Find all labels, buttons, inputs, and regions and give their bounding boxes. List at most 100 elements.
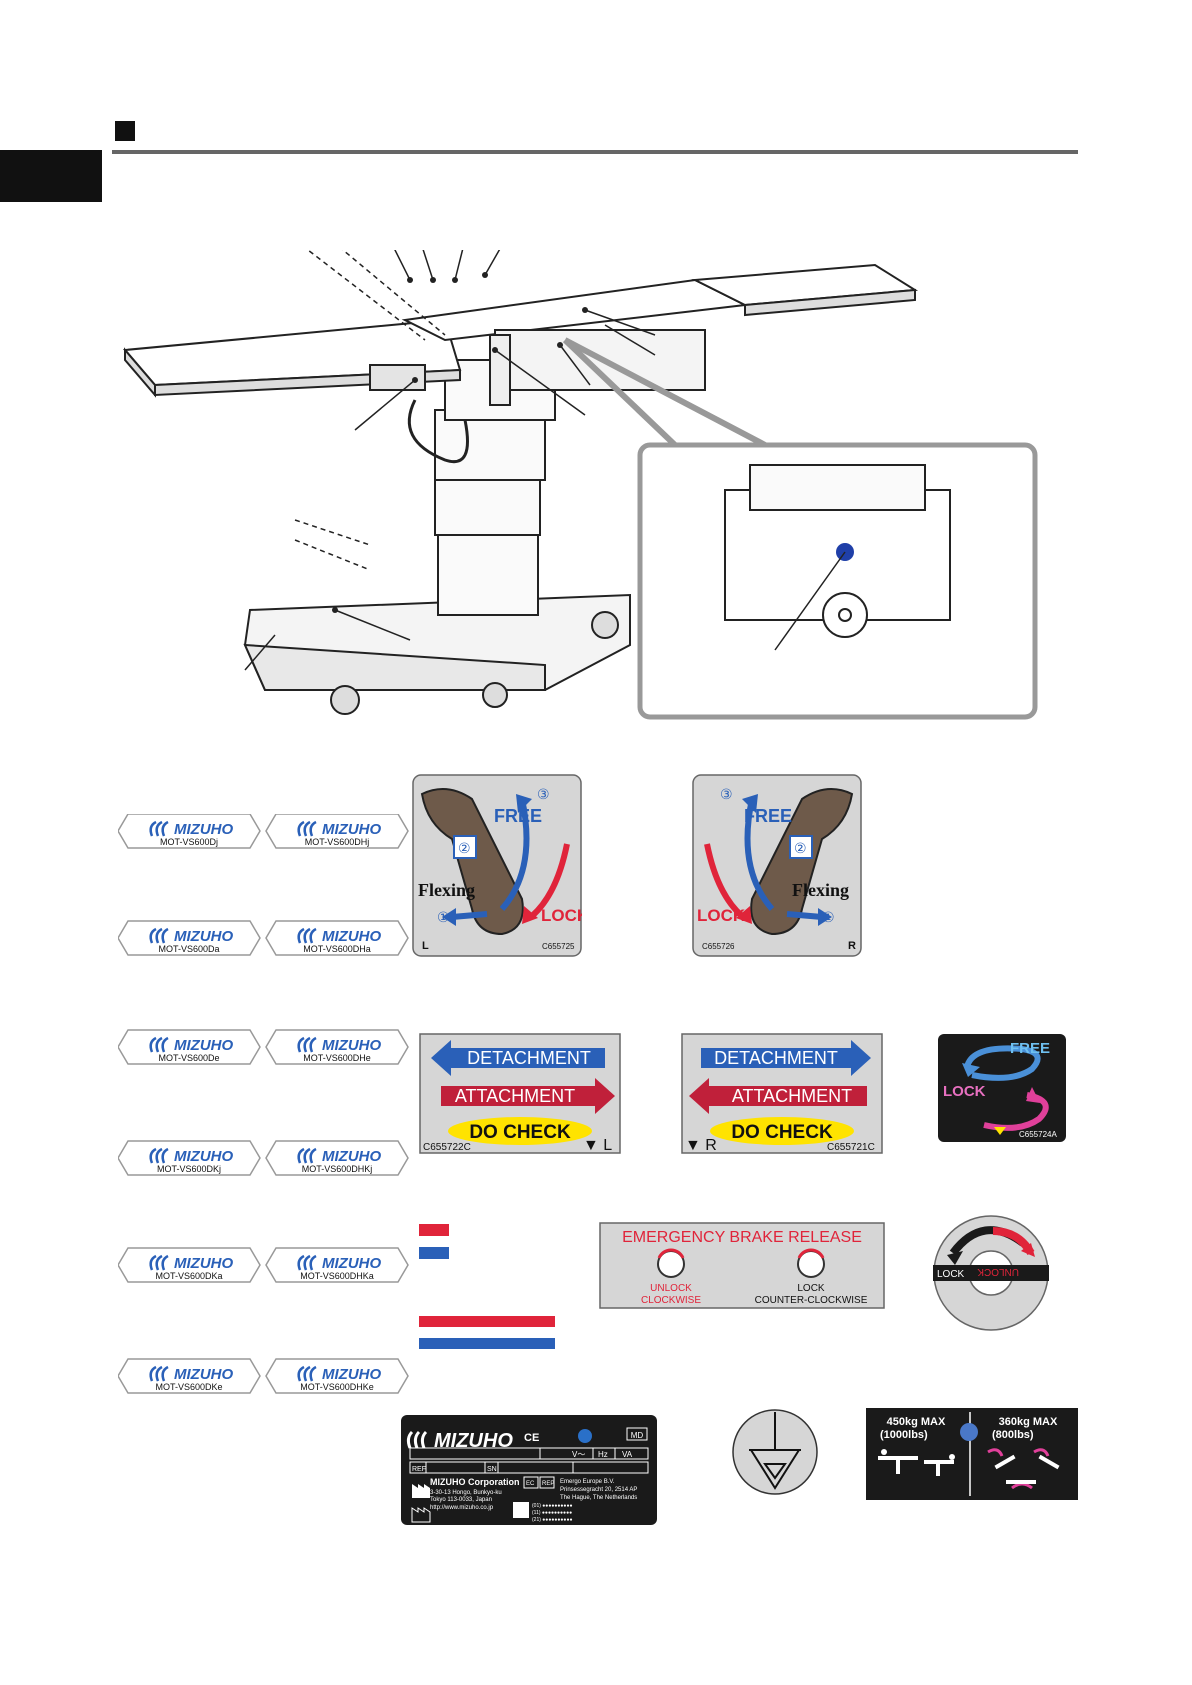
udi-01: (01) ●●●●●●●●●●	[532, 1503, 572, 1509]
model-badges: MIZUHO MIZUHO MOT-VS600Dj MOT-VS600DHj M…	[118, 814, 410, 1394]
manual-icon	[960, 1423, 978, 1441]
va-field: VA	[622, 1450, 633, 1459]
brake-title: EMERGENCY BRAKE RELEASE	[622, 1229, 862, 1246]
udi-21: (21) ●●●●●●●●●●	[532, 1517, 572, 1523]
badge-brand: MIZUHO	[322, 928, 381, 945]
badge-model: MOT-VS600DHj	[305, 837, 370, 847]
lock-text: LOCK	[797, 1283, 825, 1294]
attach-arrow-icon	[441, 1078, 615, 1114]
detachment-text: DETACHMENT	[714, 1048, 838, 1068]
lock-text: LOCK	[541, 906, 582, 925]
side-mark: R	[848, 940, 856, 952]
load-rating-label: 450kg MAX (1000lbs) 360kg MAX (800lbs)	[866, 1408, 1078, 1500]
maker-name: MIZUHO Corporation	[430, 1477, 520, 1487]
right-max-text: 360kg MAX	[999, 1416, 1058, 1428]
attach-arrow-icon	[689, 1078, 867, 1114]
unlock-text: UNLOCK	[650, 1283, 692, 1294]
badge-row-4: MIZUHO MIZUHO MOT-VS600DKj MOT-VS600DHKj	[118, 1139, 410, 1177]
maker-url: http://www.mizuho.co.jp	[430, 1505, 494, 1511]
flag-mark-small	[419, 1224, 449, 1259]
do-check-text: DO CHECK	[731, 1122, 833, 1143]
lock-text: LOCK	[943, 1083, 986, 1100]
brand-logo-icon	[406, 1430, 428, 1449]
md-mark: MD	[631, 1431, 644, 1440]
free-text: FREE	[494, 806, 542, 826]
badge-model: MOT-VS600DKj	[157, 1164, 221, 1174]
detach-arrow-icon	[431, 1040, 605, 1076]
label-code: C655724A	[1019, 1130, 1057, 1139]
badge-model: MOT-VS600DKa	[155, 1271, 222, 1281]
badge-model: MOT-VS600DHKe	[300, 1382, 374, 1392]
table-load-icon	[878, 1449, 955, 1476]
hz-field: Hz	[598, 1450, 608, 1459]
badge-brand: MIZUHO	[322, 821, 381, 838]
flexing-text: Flexing	[792, 880, 849, 900]
badge-model: MOT-VS600DHa	[303, 944, 371, 954]
step-3: ③	[720, 786, 733, 802]
detach-arrow-icon	[701, 1040, 871, 1076]
badge-model: MOT-VS600Da	[158, 944, 219, 954]
maker-addr-1: 3-30-13 Hongo, Bunkyo-ku	[430, 1490, 502, 1496]
ce-mark: CE	[524, 1432, 539, 1444]
sn-field: SN	[487, 1466, 497, 1473]
badge-brand: MIZUHO	[322, 1366, 381, 1383]
operating-table-illustration	[122, 250, 1038, 720]
badge-model: MOT-VS600DHe	[303, 1053, 371, 1063]
flexing-label-right: FREE LOCK Flexing ③ ② ① R C655726	[692, 774, 862, 957]
lock-unlock-dial-label: LOCK UNLOCK	[933, 1215, 1049, 1331]
lock-arrow-icon	[704, 843, 745, 919]
step-1: ①	[437, 909, 450, 925]
flexing-text: Flexing	[418, 880, 475, 900]
plate-brand: MIZUHO	[434, 1430, 513, 1452]
rep-mark: REP	[542, 1481, 554, 1487]
lever-icon	[420, 788, 524, 936]
badge-model: MOT-VS600DKe	[155, 1382, 222, 1392]
free-arrow-icon	[744, 798, 775, 911]
rep-addr-3: The Hague, The Netherlands	[560, 1495, 637, 1501]
free-text: FREE	[744, 806, 792, 826]
badge-model: MOT-VS600DHKa	[300, 1271, 374, 1281]
lock-text: LOCK	[697, 906, 746, 925]
flag-mark-large	[419, 1316, 555, 1349]
badge-model: MOT-VS600De	[158, 1053, 219, 1063]
dial-unlock-text: UNLOCK	[977, 1266, 1019, 1277]
section-rule	[112, 150, 1078, 154]
label-code: C655725	[542, 942, 575, 951]
step-2: ②	[794, 840, 807, 856]
rating-plate: MIZUHO CE MD V～ Hz VA REF SN MIZUHO Corp…	[401, 1415, 657, 1525]
badge-brand: MIZUHO	[174, 928, 233, 945]
manual-icon	[578, 1429, 592, 1443]
lever-icon	[750, 788, 854, 936]
rotate-free-lock-label: FREE LOCK C655724A	[938, 1034, 1066, 1142]
label-code: C655722C	[423, 1142, 471, 1153]
badge-brand: MIZUHO	[174, 1255, 233, 1272]
section-marker-square	[115, 121, 135, 141]
step-1: ①	[822, 909, 835, 925]
manufacturer-icon	[412, 1484, 430, 1498]
manufacture-date-icon	[411, 1507, 431, 1523]
badge-brand: MIZUHO	[322, 1148, 381, 1165]
badge-row-3: MIZUHO MIZUHO MOT-VS600De MOT-VS600DHe	[118, 1028, 410, 1066]
rep-addr-1: Emergo Europe B.V.	[560, 1479, 615, 1485]
chapter-tab	[0, 150, 102, 202]
step-3: ③	[537, 786, 550, 802]
maker-addr-2: Tokyo 113-0033, Japan	[430, 1497, 492, 1503]
badge-brand: MIZUHO	[322, 1037, 381, 1054]
badge-row-6: MIZUHO MIZUHO MOT-VS600DKe MOT-VS600DHKe	[118, 1357, 410, 1394]
label-code: C655726	[702, 942, 735, 951]
lock-dir-text: COUNTER-CLOCKWISE	[755, 1295, 868, 1306]
free-text: FREE	[1010, 1040, 1050, 1057]
badge-brand: MIZUHO	[174, 1037, 233, 1054]
badge-model: MOT-VS600DHKj	[302, 1164, 373, 1174]
side-mark: ▼ L	[583, 1137, 612, 1154]
left-max-text: 450kg MAX	[887, 1416, 946, 1428]
free-arrow-icon	[499, 798, 530, 911]
ec-mark: EC	[526, 1481, 535, 1487]
badge-brand: MIZUHO	[174, 1148, 233, 1165]
badge-row-5: MIZUHO MIZUHO MOT-VS600DKa MOT-VS600DHKa	[118, 1246, 410, 1284]
detachment-label-right: DETACHMENT ATTACHMENT DO CHECK ▼ R C6557…	[681, 1033, 883, 1154]
ref-field: REF	[412, 1466, 426, 1473]
attachment-text: ATTACHMENT	[732, 1086, 852, 1106]
do-check-text: DO CHECK	[469, 1122, 571, 1143]
badge-model: MOT-VS600Dj	[160, 837, 218, 847]
